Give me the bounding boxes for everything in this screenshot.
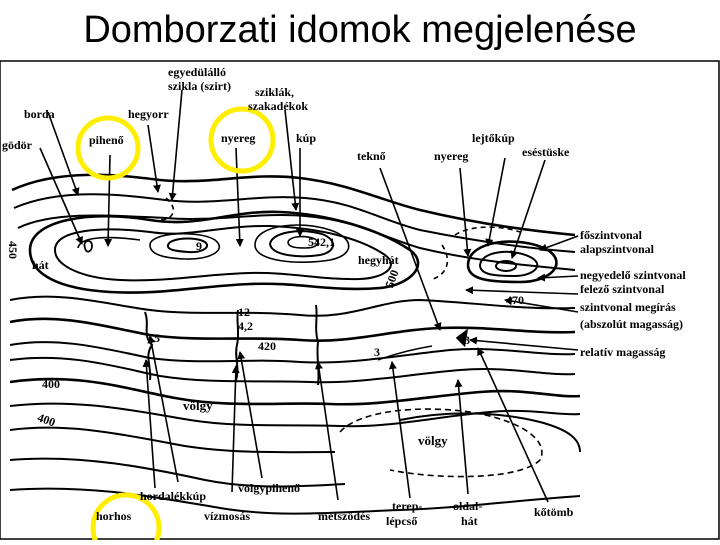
label-egyedulallo-2: szikla (szirt) <box>168 79 231 93</box>
label-godor: gödör <box>2 138 33 152</box>
label-terep-2: lépcső <box>386 514 417 528</box>
contour-number-12: 12 <box>238 305 250 319</box>
label-borda: borda <box>24 107 55 121</box>
contour-numbers: 450 9 542,1 500 470 12 4,2 420 5 3 3 400… <box>6 235 524 430</box>
label-foszintvonal: főszintvonal <box>580 228 643 242</box>
topographic-diagram: egyedülálló szikla (szirt) sziklák, szak… <box>0 60 720 545</box>
label-sziklak-2: szakadékok <box>248 99 308 113</box>
map-border <box>0 60 720 540</box>
label-abszolut: (abszolút magasság) <box>580 317 683 331</box>
label-relativ: relatív magasság <box>580 345 665 359</box>
label-kotomb: kőtömb <box>534 505 574 519</box>
leader-arrows <box>39 89 579 503</box>
label-negyedelo: negyedelő szintvonal <box>580 268 686 282</box>
label-volgy-1: völgy <box>183 398 213 413</box>
contour-number-542: 542,1 <box>308 235 335 249</box>
label-volgypiheno: völgypihenő <box>238 481 300 495</box>
label-oldal-1: oldal- <box>453 499 482 513</box>
label-lejtokup: lejtőkúp <box>472 131 515 145</box>
label-vizmosas: vízmosás <box>204 509 250 523</box>
label-megiras: szintvonal megírás <box>580 300 676 314</box>
label-kup: kúp <box>296 131 316 145</box>
label-hegyhat: hegyhát <box>358 253 399 267</box>
contour-lines <box>9 173 581 515</box>
contour-number-450: 450 <box>6 241 20 259</box>
highlight-circles <box>75 106 276 545</box>
contour-map: egyedülálló szikla (szirt) sziklák, szak… <box>0 60 720 545</box>
contour-number-420: 420 <box>258 339 276 353</box>
contour-number-3-right: 3 <box>464 333 470 347</box>
labels: egyedülálló szikla (szirt) sziklák, szak… <box>2 65 686 528</box>
contour-number-5: 5 <box>154 331 160 345</box>
label-hegyorr: hegyorr <box>128 107 169 121</box>
label-tekno: teknő <box>357 149 386 163</box>
label-horhos: horhos <box>96 509 132 523</box>
contour-number-400-b: 400 <box>36 410 58 429</box>
label-egyedulallo-1: egyedülálló <box>168 65 226 79</box>
label-hat: hát <box>32 258 49 272</box>
contour-number-400-a: 400 <box>42 377 60 391</box>
label-esestuske: eséstüske <box>522 145 570 159</box>
label-felezo: felező szintvonal <box>580 282 665 296</box>
label-sziklak-1: sziklák, <box>255 85 294 99</box>
label-nyereg-left: nyereg <box>221 131 255 145</box>
label-volgy-2: völgy <box>418 433 448 448</box>
contour-number-500: 500 <box>382 268 401 290</box>
label-metszodes: metsződés <box>318 509 370 523</box>
label-hordalekkup: hordalékkúp <box>140 489 206 503</box>
contour-number-3-left: 3 <box>374 345 380 359</box>
label-piheno: pihenő <box>89 133 124 147</box>
label-nyereg-right: nyereg <box>434 149 468 163</box>
highlight-nyereg <box>208 106 276 174</box>
label-alapszintvonal: alapszintvonal <box>580 242 655 256</box>
highlight-horhos <box>90 492 162 545</box>
highlight-piheno <box>75 115 141 181</box>
label-oldal-2: hát <box>461 514 478 528</box>
label-terep-1: terep- <box>392 499 422 513</box>
contour-number-470: 470 <box>506 293 524 307</box>
contour-number-9: 9 <box>196 239 202 253</box>
contour-number-4-2: 4,2 <box>238 319 253 333</box>
slide-title: Domborzati idomok megjelenése <box>83 9 637 51</box>
